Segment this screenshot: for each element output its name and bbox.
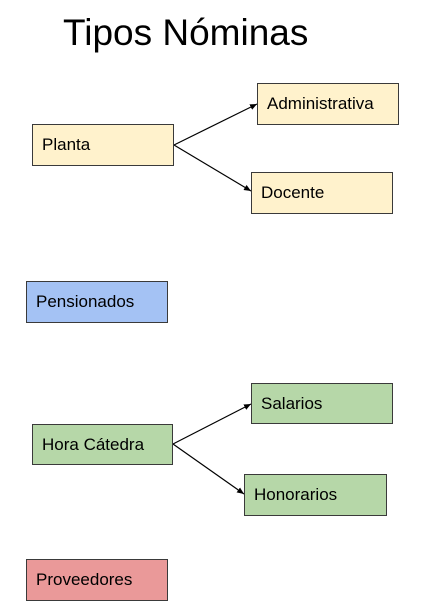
arrow-planta-to-docente <box>173 144 252 192</box>
node-proveedores: Proveedores <box>26 559 168 601</box>
page-title: Tipos Nóminas <box>63 12 309 53</box>
node-planta: Planta <box>32 124 174 166</box>
node-salarios: Salarios <box>251 383 393 424</box>
arrow-hora-catedra-to-honorarios <box>172 443 245 495</box>
node-honorarios: Honorarios <box>244 474 387 516</box>
node-hora-catedra: Hora Cátedra <box>32 424 173 465</box>
arrow-planta-to-administrativa <box>173 103 258 146</box>
node-docente: Docente <box>251 172 393 214</box>
node-administrativa: Administrativa <box>257 83 399 125</box>
node-pensionados: Pensionados <box>26 281 168 323</box>
arrow-hora-catedra-to-salarios <box>172 403 252 445</box>
